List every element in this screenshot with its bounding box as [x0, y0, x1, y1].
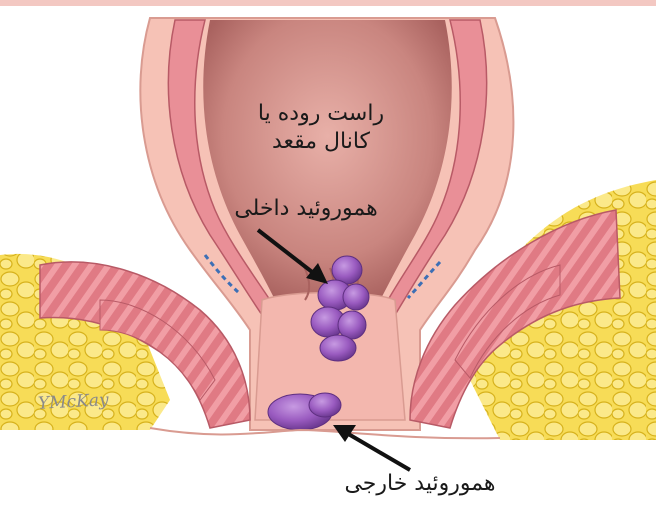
label-rectum: راست روده یا کانال مقعد [236, 100, 406, 156]
artist-signature: YMcKay [38, 390, 110, 414]
label-rectum-line2: کانال مقعد [236, 128, 406, 156]
arrow-external [333, 425, 410, 470]
label-external-hemorrhoid: هموروئید خارجی [300, 471, 540, 496]
label-rectum-line1: راست روده یا [236, 100, 406, 128]
label-internal-hemorrhoid: هموروئید داخلی [206, 196, 406, 221]
